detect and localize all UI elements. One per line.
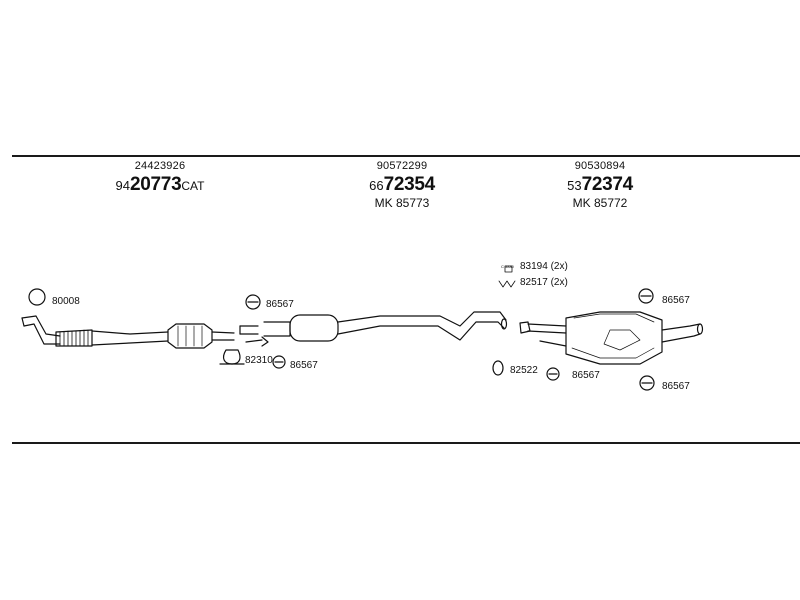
label-tiny-code: C 3880 <box>501 264 514 269</box>
middle-mk-number: MK 85773 <box>374 196 430 210</box>
kit-83194-icon <box>504 265 513 273</box>
label-86567-rear-top: 86567 <box>662 295 690 306</box>
middle-part-number: 6672354 <box>347 175 457 194</box>
front-pipe-catalyst <box>21 315 235 349</box>
front-part-number: 9420773CAT <box>100 175 220 194</box>
label-83194: 83194 (2x) <box>520 261 568 272</box>
label-82310: 82310 <box>245 355 273 366</box>
label-82517: 82517 (2x) <box>520 277 568 288</box>
label-80008: 80008 <box>52 296 80 307</box>
middle-silencer <box>263 311 508 342</box>
middle-part-prefix: 66 <box>369 178 384 193</box>
front-oe-number: 24423926 <box>134 160 186 172</box>
label-86567-rear-mid: 86567 <box>572 370 600 381</box>
clamp-86567-rear-mid <box>546 367 560 381</box>
rear-silencer <box>519 311 704 365</box>
rear-part-number: 5372374 <box>545 175 655 194</box>
clamp-86567-mid-top <box>245 294 261 310</box>
label-86567-rear-bottom: 86567 <box>662 381 690 392</box>
kit-82517-icon <box>498 280 516 288</box>
front-pipe-group: 24423926 9420773CAT <box>100 160 220 195</box>
bottom-divider <box>12 442 800 444</box>
clamp-86567-rear-top <box>638 288 654 304</box>
front-part-suffix: CAT <box>181 179 205 193</box>
front-part-main: 20773 <box>130 174 182 195</box>
gasket-ring-80008 <box>28 288 46 306</box>
rear-part-prefix: 53 <box>567 178 582 193</box>
middle-oe-number: 90572299 <box>376 160 428 172</box>
front-part-prefix: 94 <box>115 178 130 193</box>
clamp-86567-rear-bottom <box>639 375 655 391</box>
top-divider <box>12 155 800 157</box>
middle-silencer-group: 90572299 6672354 MK 85773 <box>347 160 457 210</box>
label-82522: 82522 <box>510 365 538 376</box>
rear-silencer-group: 90530894 5372374 MK 85772 <box>545 160 655 210</box>
bracket-82310 <box>219 349 245 365</box>
ring-82522 <box>492 360 504 376</box>
rear-oe-number: 90530894 <box>574 160 626 172</box>
middle-part-main: 72354 <box>383 174 436 195</box>
rear-part-main: 72374 <box>581 174 634 195</box>
label-86567-mid-bottom: 86567 <box>290 360 318 371</box>
clamp-86567-mid-bottom <box>272 355 286 369</box>
label-86567-mid-top: 86567 <box>266 299 294 310</box>
rear-mk-number: MK 85772 <box>572 196 628 210</box>
mid-connector <box>239 325 269 347</box>
